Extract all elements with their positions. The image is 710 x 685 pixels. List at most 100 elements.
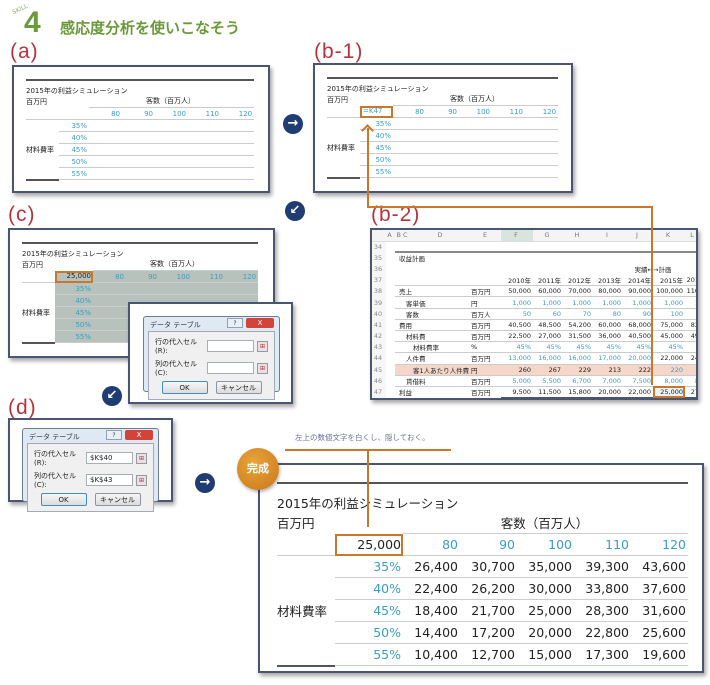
cell[interactable] [623, 251, 653, 264]
cell[interactable] [685, 263, 696, 274]
cell[interactable]: 2015年 [653, 274, 685, 287]
cell[interactable] [563, 251, 593, 264]
cell[interactable]: 80,000 [593, 285, 623, 298]
cell[interactable]: 9,500 [501, 386, 533, 398]
result-cell[interactable]: 28,300 [574, 599, 631, 623]
result-cell[interactable]: 26,200 [460, 577, 517, 601]
result-cell[interactable]: 26,400 [403, 555, 460, 579]
cell[interactable]: 5,000 [501, 375, 533, 387]
result-cell[interactable]: 10,400 [403, 643, 460, 667]
cell[interactable]: 60,000 [533, 285, 563, 298]
column-header[interactable]: G [533, 230, 563, 242]
cell[interactable] [623, 241, 653, 252]
result-cell[interactable]: 17,200 [460, 621, 517, 645]
cell[interactable] [653, 251, 685, 264]
cell[interactable]: 50 [501, 308, 533, 320]
range-select-icon[interactable]: ⊞ [136, 474, 147, 486]
cell[interactable] [501, 241, 533, 252]
cell[interactable]: 20,000 [593, 386, 623, 398]
close-button[interactable]: X [246, 318, 274, 328]
row-number[interactable]: 41 [372, 319, 386, 331]
cell[interactable]: 8,000 [653, 375, 685, 387]
cell[interactable]: 2010年 [501, 274, 533, 287]
column-header[interactable]: E [471, 230, 501, 242]
result-cell[interactable]: 14,400 [403, 621, 460, 645]
cell[interactable] [685, 341, 696, 354]
cell[interactable]: 267 [533, 364, 563, 376]
cell[interactable]: 2013年 [593, 274, 623, 287]
cell[interactable] [685, 251, 696, 264]
result-cell[interactable]: 22,400 [403, 577, 460, 601]
cell[interactable]: 40,500 [501, 319, 533, 332]
cell[interactable]: 70,000 [563, 285, 593, 298]
cell[interactable]: 45% [623, 341, 653, 354]
cell[interactable]: 110 [685, 285, 696, 298]
cell[interactable]: 201 [685, 274, 696, 287]
result-cell[interactable]: 22,800 [574, 621, 631, 645]
cell[interactable]: 75,000 [653, 319, 685, 332]
cell[interactable] [593, 263, 623, 274]
cell[interactable]: 1,000 [533, 296, 563, 309]
help-button[interactable]: ? [106, 430, 122, 440]
column-header[interactable]: A [386, 230, 395, 242]
cell[interactable]: 1,000 [653, 296, 685, 309]
result-cell[interactable]: 18,400 [403, 599, 460, 623]
cell[interactable]: 90,000 [623, 285, 653, 298]
row-number[interactable]: 36 [372, 263, 386, 275]
cell[interactable]: 222 [623, 364, 653, 376]
result-cell[interactable]: 17,300 [574, 643, 631, 667]
cell[interactable]: 60 [533, 308, 563, 320]
cell[interactable] [685, 241, 696, 252]
cell[interactable]: 24 [685, 352, 696, 365]
column-header[interactable]: I [593, 230, 623, 242]
cell[interactable]: 22,000 [653, 352, 685, 365]
cell[interactable]: 70 [563, 308, 593, 320]
cell[interactable]: 80 [593, 308, 623, 320]
cell[interactable]: 20,000 [623, 352, 653, 365]
corner-cell[interactable]: 25,000 [55, 270, 93, 284]
cell[interactable] [533, 251, 563, 264]
cell[interactable]: 50,000 [501, 285, 533, 298]
result-cell[interactable]: 19,600 [631, 643, 688, 667]
result-cell[interactable]: 15,000 [517, 643, 574, 667]
result-cell[interactable]: 31,600 [631, 599, 688, 623]
cell[interactable]: 25,000 [653, 386, 685, 398]
cell[interactable]: 100 [653, 308, 685, 320]
row-number[interactable]: 38 [372, 285, 386, 297]
cell[interactable]: 68,000 [623, 319, 653, 332]
range-select-icon[interactable]: ⊞ [136, 452, 147, 464]
cell[interactable] [501, 263, 533, 274]
result-cell[interactable]: 33,800 [574, 577, 631, 601]
result-cell[interactable]: 21,700 [460, 599, 517, 623]
ok-button[interactable]: OK [161, 381, 208, 394]
cell[interactable]: 22,500 [501, 330, 533, 343]
column-header[interactable] [372, 230, 386, 242]
cell[interactable]: 1,000 [563, 296, 593, 309]
row-input-cell-input[interactable]: $K$40 [86, 452, 133, 464]
cell[interactable]: 2014年 [623, 274, 653, 287]
row-number[interactable]: 34 [372, 241, 386, 253]
cell[interactable]: 1 [685, 296, 696, 309]
corner-cell[interactable]: =K47 [360, 105, 393, 119]
cell[interactable]: 45,000 [653, 330, 685, 343]
cell[interactable]: 60,000 [593, 319, 623, 332]
cell[interactable]: 49 [685, 330, 696, 343]
cell[interactable] [563, 263, 593, 274]
row-number[interactable]: 44 [372, 352, 386, 365]
cell[interactable]: 6,700 [563, 375, 593, 387]
cell[interactable]: 45% [501, 341, 533, 354]
cell[interactable]: 36,000 [593, 330, 623, 343]
cell[interactable]: 22,000 [623, 386, 653, 398]
cell[interactable]: 48,500 [533, 319, 563, 332]
cell[interactable] [593, 251, 623, 264]
cell[interactable]: 5,500 [533, 375, 563, 387]
cell[interactable]: 27 [685, 386, 696, 398]
help-button[interactable]: ? [227, 318, 243, 328]
row-number[interactable]: 40 [372, 308, 386, 320]
cell[interactable] [533, 263, 563, 274]
result-cell[interactable]: 30,700 [460, 555, 517, 579]
cell[interactable]: 実績←→計画 [634, 265, 672, 274]
ok-button[interactable]: OK [40, 493, 87, 506]
row-number[interactable]: 47 [372, 386, 386, 398]
range-select-icon[interactable]: ⊞ [257, 340, 268, 352]
